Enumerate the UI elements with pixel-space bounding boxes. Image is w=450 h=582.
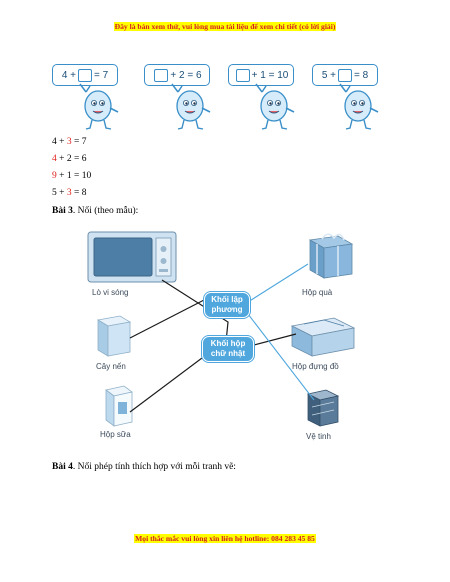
exercise4-heading: Bài 4. Nối phép tính thích hợp với mỗi t… (52, 462, 236, 472)
equation-card-2: + 2 = 6 (144, 60, 216, 132)
answer-value: 3 (66, 137, 72, 147)
label-gift-box: Hộp quà (302, 288, 333, 297)
egg-mascot-icon (171, 83, 211, 130)
equation-after: = 8 (354, 69, 369, 81)
exercise3-heading: Bài 3. Nối (theo mẫu): (52, 206, 138, 216)
equation-box: + 1 = 10 (228, 64, 294, 86)
label-microwave: Lò vi sóng (92, 288, 129, 297)
label-storage-box: Hộp đựng đồ (292, 362, 339, 371)
preview-banner: Đây là bản xem thử, vui lòng mua tài liệ… (0, 22, 450, 31)
equation-card-4: 5 + = 8 (312, 60, 384, 132)
equation-box: 5 + = 8 (312, 64, 378, 86)
equation-after: = 7 (94, 69, 109, 81)
matching-illustration (87, 231, 356, 427)
exercise4-number: Bài 4 (52, 462, 73, 472)
exercise3-matching-figure: Lò vi sóng Cây nến Hộp sữa Khối lập phươ… (86, 222, 371, 454)
storage-box-icon (290, 317, 356, 357)
answer-value: 3 (66, 188, 72, 198)
equation-before: 4 + (61, 69, 76, 81)
label-candle: Cây nến (96, 362, 126, 371)
candle-icon (96, 315, 132, 357)
equation-after: + 1 = 10 (251, 69, 289, 81)
equation-blank (154, 68, 169, 82)
microwave-icon (87, 231, 177, 283)
preview-notice-text: Đây là bản xem thử, vui lòng mua tài liệ… (113, 22, 337, 31)
answer-part: + 1 = 10 (56, 171, 92, 181)
exercise3-title: . Nối (theo mẫu): (72, 206, 139, 216)
equation-before: 5 + (321, 69, 336, 81)
egg-mascot-icon (79, 83, 119, 130)
answer-line-3: 9 + 1 = 10 (52, 171, 91, 181)
equation-box: 4 + = 7 (52, 64, 118, 86)
exercise3-number: Bài 3 (52, 206, 73, 216)
answer-part: 4 + (52, 137, 67, 147)
satellite-icon (306, 389, 340, 427)
answer-part: = 7 (71, 137, 87, 147)
equation-card-3: + 1 = 10 (228, 60, 300, 132)
egg-mascot-icon (339, 83, 379, 130)
equation-after: + 2 = 6 (170, 69, 202, 81)
egg-mascot-icon (255, 83, 295, 130)
hotline-notice-text: Mọi thắc mắc vui lòng xin liên hệ hotlin… (134, 534, 316, 543)
answer-value: 4 (52, 154, 57, 164)
equation-box: + 2 = 6 (144, 64, 210, 86)
answer-line-2: 4 + 2 = 6 (52, 154, 86, 164)
exercise4-title: . Nối phép tính thích hợp với mỗi tranh … (72, 462, 236, 472)
answer-line-1: 4 + 3 = 7 (52, 137, 86, 147)
label-milk-box: Hộp sữa (100, 430, 131, 439)
equation-blank (235, 68, 250, 82)
equation-blank (78, 68, 92, 82)
gift-box-icon (308, 233, 354, 279)
answer-part: 5 + (52, 188, 67, 198)
hotline-footer: Mọi thắc mắc vui lòng xin liên hệ hotlin… (0, 534, 450, 543)
equation-card-1: 4 + = 7 (52, 60, 124, 132)
label-satellite: Vệ tinh (306, 432, 331, 441)
equation-blank (338, 68, 352, 82)
answer-value: 9 (52, 171, 57, 181)
answer-part: = 8 (71, 188, 87, 198)
milk-box-icon (105, 385, 133, 427)
tag-cube: Khối lập phương (204, 292, 250, 318)
answer-line-4: 5 + 3 = 8 (52, 188, 86, 198)
equation-cards: 4 + = 7 + 2 = 6 (52, 60, 402, 132)
answer-part: + 2 = 6 (56, 154, 87, 164)
tag-cuboid: Khối hộp chữ nhật (202, 336, 254, 362)
